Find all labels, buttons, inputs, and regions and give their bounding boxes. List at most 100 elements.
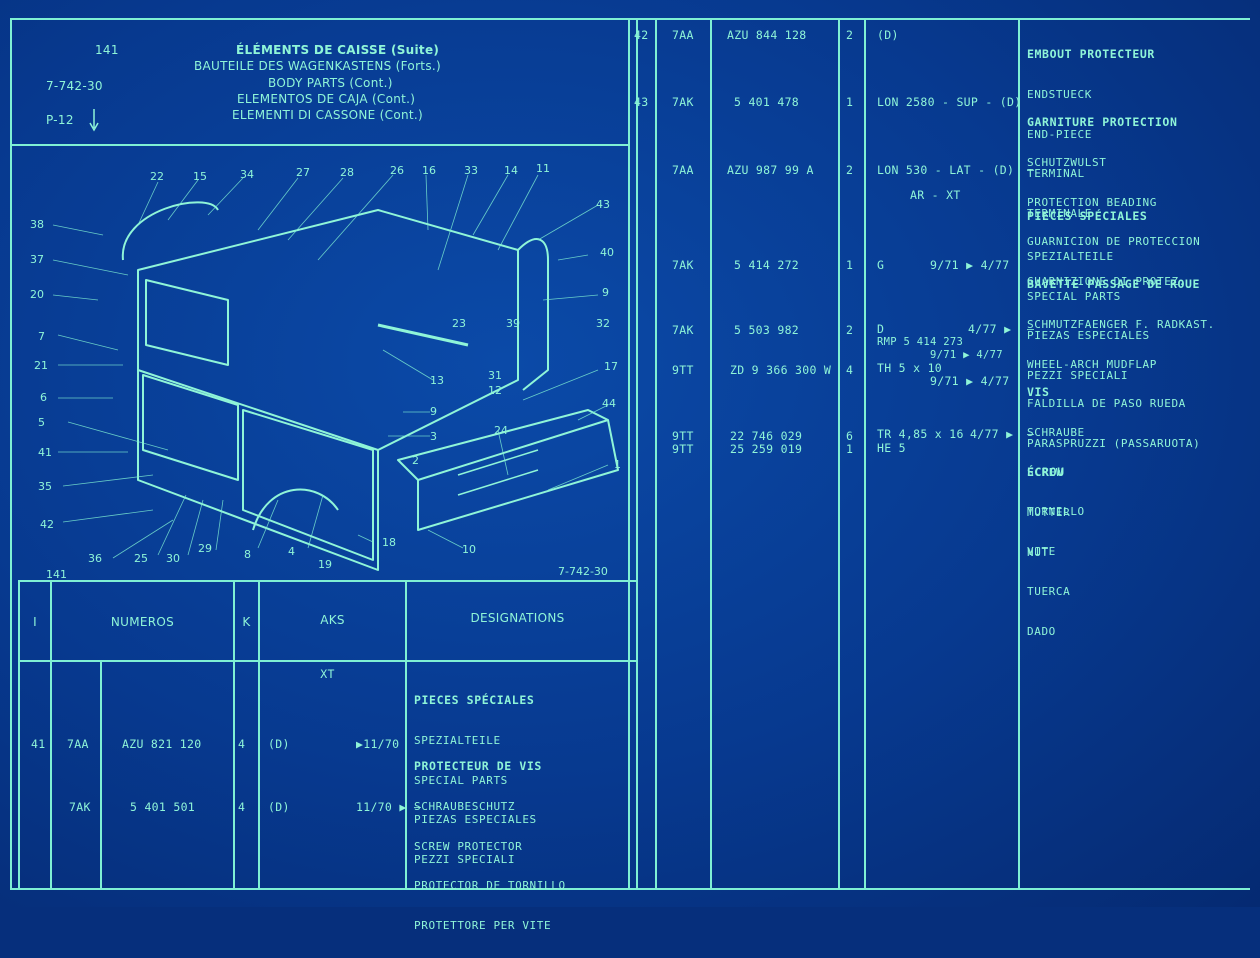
r5-number: 5 414 272: [734, 258, 800, 272]
right-col-aks-divider: [1018, 18, 1020, 890]
r6-rmp: RMP 5 414 273: [877, 336, 964, 348]
col-header-designations: DESIGNATIONS: [470, 611, 565, 625]
special-parts-designations: PIECES SPÉCIALES SPEZIALTEILE SPECIAL PA…: [1027, 184, 1150, 408]
r43-code: 7AK: [672, 95, 694, 109]
r8-aks: TR 4,85 x 16: [877, 427, 964, 441]
callout-label: 10: [462, 543, 476, 556]
designation-line: PIECES SPÉCIALES: [1027, 209, 1148, 224]
callout-label: 21: [34, 359, 48, 372]
r5-designations: BAVETTE PASSAGE DE ROUE SCHMUTZFAENGER F…: [1027, 252, 1215, 476]
callout-label: 15: [193, 170, 207, 183]
callout-label: 34: [240, 168, 254, 181]
designation-line: SPEZIALTEILE: [1027, 250, 1114, 264]
designation-line: SCHRAUBE: [1027, 426, 1085, 440]
callout-label: 4: [288, 545, 295, 558]
r5-date: 9/71 ▶ 4/77: [930, 258, 1010, 272]
col-code-divider: [100, 660, 102, 890]
designation-line: PIECES SPÉCIALES: [414, 693, 535, 708]
designation-line: EMBOUT PROTECTEUR: [1027, 47, 1155, 62]
col-k-divider: [258, 580, 260, 890]
lower-panel-rear: [242, 409, 374, 561]
designation-line: TERMINALE: [1027, 206, 1093, 220]
row2-aks: (D): [268, 800, 290, 814]
r3-qty: 2: [846, 163, 854, 177]
designation-line: TORNILLO: [1027, 505, 1085, 519]
designation-line: PROTETTORE PER VITE: [414, 918, 552, 932]
diagram-corner-right: 7-742-30: [558, 565, 608, 578]
callout-label: 40: [600, 246, 614, 259]
r3-aks: LON 530 - LAT - (D): [877, 163, 1015, 177]
row41-qty: 4: [238, 737, 246, 751]
callout-label: 36: [88, 552, 102, 565]
main-divider: [628, 18, 630, 890]
r6-date: 4/77 ▶: [968, 322, 1012, 336]
row41-aks: (D): [268, 737, 290, 751]
callout-label: 6: [40, 391, 47, 404]
diagram-corner-left: 141: [46, 568, 67, 580]
right-left-border: [636, 18, 638, 890]
callout-label: 11: [536, 162, 550, 175]
designation-line: TERMINAL: [1027, 167, 1085, 181]
r9-number: 25 259 019: [730, 442, 803, 456]
col-header-numeros: NUMEROS: [110, 615, 175, 629]
r3-designation: –: [1027, 163, 1035, 177]
callout-label: 33: [464, 164, 478, 177]
title-en: BODY PARTS (Cont.): [268, 76, 393, 90]
table-left: [18, 580, 20, 890]
r7-designations: VIS SCHRAUBE SCREW TORNILLO VITE: [1027, 360, 1085, 584]
designation-line: SCREW: [1027, 465, 1064, 479]
designation-line: WHEEL-ARCH MUDFLAP: [1027, 357, 1158, 371]
designation-line: SCHRAUBESCHUTZ: [414, 800, 516, 814]
callout-label: 9: [602, 286, 609, 299]
r8-designation: –: [1027, 427, 1035, 441]
title-it: ELEMENTI DI CASSONE (Cont.): [232, 108, 423, 122]
designation-line: GARNITURE PROTECTION: [1027, 115, 1178, 130]
designation-line: TUERCA: [1027, 585, 1071, 599]
r7-aks: TH 5 x 10: [877, 361, 943, 375]
callout-label: 30: [166, 552, 180, 565]
callout-label: 31: [488, 369, 502, 382]
callout-label: 37: [30, 253, 44, 266]
callout-label: 19: [318, 558, 332, 571]
r3-number: AZU 987 99 A: [727, 163, 814, 177]
designation-line: PROTECTEUR DE VIS: [414, 759, 542, 774]
designation-line: PARASPRUZZI (PASSARUOTA): [1027, 436, 1201, 450]
col-aks-divider: [405, 580, 407, 890]
title-de: BAUTEILE DES WAGENKASTENS (Forts.): [194, 59, 441, 73]
designation-line: DADO: [1027, 624, 1056, 638]
r9-code: 9TT: [672, 442, 694, 456]
callout-label: 23: [452, 317, 466, 330]
col-numeros-divider: [233, 580, 235, 890]
xt-label: XT: [320, 667, 335, 681]
r8-code: 9TT: [672, 429, 694, 443]
row41-designations: PROTECTEUR DE VIS SCHRAUBESCHUTZ SCREW P…: [414, 734, 566, 958]
designation-line: PIEZAS ESPECIALES: [1027, 329, 1150, 343]
row2-qty: 4: [238, 800, 246, 814]
r9-aks: HE 5: [877, 441, 906, 455]
pillar-15: [121, 201, 219, 261]
right-col-num-divider: [838, 18, 840, 890]
callout-label: 44: [602, 397, 616, 410]
designation-line: END-PIECE: [1027, 127, 1093, 141]
row2-number: 5 401 501: [130, 800, 196, 814]
designation-line: PEZZI SPECIALI: [1027, 368, 1129, 382]
sill-44: [397, 409, 609, 481]
callout-label: 39: [506, 317, 520, 330]
r7-number: ZD 9 366 300 W: [730, 363, 832, 377]
right-col-k-divider: [864, 18, 866, 890]
r8-qty: 6: [846, 429, 854, 443]
callout-label: 3: [430, 430, 437, 443]
r9-designations: ÉCROU MUTTER NUT TUERCA DADO: [1027, 440, 1070, 664]
callout-label: 41: [38, 446, 52, 459]
designation-line: ENDSTUECK: [1027, 88, 1093, 102]
parts-catalog-page: 141 7-742-30 P-12 ÉLÉMENTS DE CAISSE (Su…: [0, 0, 1260, 932]
side-window: [145, 279, 229, 366]
r6-rmp-date: 9/71 ▶ 4/77: [930, 349, 1003, 361]
designation-line: SPEZIALTEILE: [414, 734, 501, 748]
diagram-bottom: [18, 580, 636, 582]
callout-label: 9: [430, 405, 437, 418]
r3-code: 7AA: [672, 163, 694, 177]
designation-line: GUARNIZIONE DI PROTEZ.: [1027, 274, 1186, 288]
right-col-i-divider: [655, 18, 657, 890]
